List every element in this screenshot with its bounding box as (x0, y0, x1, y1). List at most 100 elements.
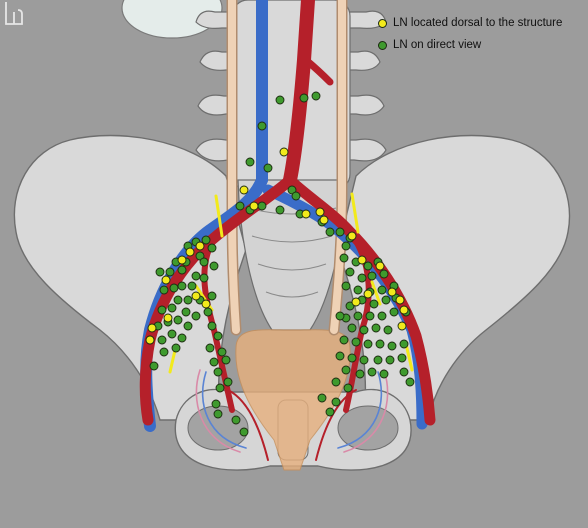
lymph-node-dorsal (177, 255, 187, 265)
lymph-node-dorsal (387, 287, 397, 297)
lymph-node-direct (159, 347, 169, 357)
lymph-node-direct (245, 157, 255, 167)
lymph-node-direct (217, 347, 227, 357)
lymph-node-direct (183, 321, 193, 331)
lymph-node-dorsal (147, 323, 157, 333)
green-dot-icon (378, 40, 387, 50)
lymph-node-direct (345, 267, 355, 277)
lymph-node-direct (367, 367, 377, 377)
lymph-node-direct (199, 257, 209, 267)
lymph-node-direct (201, 235, 211, 245)
legend-item-direct: LN on direct view (378, 34, 562, 56)
lymph-node-direct (335, 227, 345, 237)
lymph-node-direct (257, 201, 267, 211)
lymph-node-direct (199, 273, 209, 283)
lymph-node-direct (355, 369, 365, 379)
lymph-node-direct (291, 191, 301, 201)
lymph-node-dorsal (395, 295, 405, 305)
lymph-node-direct (367, 271, 377, 281)
lymph-node-direct (215, 383, 225, 393)
lymph-node-direct (235, 201, 245, 211)
lymph-node-direct (223, 377, 233, 387)
lymph-node-direct (275, 95, 285, 105)
lymph-node-direct (173, 295, 183, 305)
lymph-node-direct (377, 285, 387, 295)
lymph-node-direct (381, 295, 391, 305)
kidney-shape (121, 0, 223, 39)
lymph-node-direct (149, 361, 159, 371)
lymph-node-direct (181, 307, 191, 317)
lymph-node-direct (203, 307, 213, 317)
lymph-node-dorsal (201, 299, 211, 309)
ureters (226, 0, 348, 336)
lymph-node-direct (221, 355, 231, 365)
lymph-node-direct (359, 325, 369, 335)
lymph-node-direct (177, 265, 187, 275)
lymph-node-direct (339, 253, 349, 263)
lymph-node-direct (399, 339, 409, 349)
yellow-dot-icon (378, 18, 387, 28)
lymph-node-direct (359, 355, 369, 365)
lymph-node-direct (341, 365, 351, 375)
lymph-node-direct (195, 251, 205, 261)
lymph-node-direct (231, 415, 241, 425)
lymph-node-direct (299, 93, 309, 103)
lymph-node-direct (177, 333, 187, 343)
lymph-node-direct (317, 393, 327, 403)
lymph-node-dorsal (347, 231, 357, 241)
lymph-node-dorsal (351, 297, 361, 307)
lymph-node-direct (375, 339, 385, 349)
lymph-node-direct (325, 407, 335, 417)
lymph-node-dorsal (397, 321, 407, 331)
lymph-node-direct (275, 205, 285, 215)
lymph-node-dorsal (195, 241, 205, 251)
lymph-node-direct (363, 261, 373, 271)
lymph-node-direct (397, 353, 407, 363)
lymph-node-direct (347, 323, 357, 333)
lymph-node-direct (207, 321, 217, 331)
lymph-node-direct (183, 295, 193, 305)
lymph-node-dorsal (163, 313, 173, 323)
lymph-node-direct (373, 355, 383, 365)
lymph-node-direct (345, 301, 355, 311)
legend-label-dorsal: LN located dorsal to the structure (393, 17, 563, 29)
lymph-node-direct (213, 367, 223, 377)
lymph-node-direct (369, 299, 379, 309)
lymph-node-direct (351, 337, 361, 347)
lymph-node-direct (379, 369, 389, 379)
lymph-node-direct (165, 267, 175, 277)
lymph-node-dorsal (249, 201, 259, 211)
lymph-node-direct (169, 283, 179, 293)
lymph-node-dorsal (399, 305, 409, 315)
lymph-node-direct (213, 331, 223, 341)
lymph-node-direct (331, 377, 341, 387)
lymph-node-direct (209, 357, 219, 367)
lymph-node-direct (171, 343, 181, 353)
lymph-node-direct (353, 311, 363, 321)
lymph-node-direct (287, 185, 297, 195)
lymph-node-direct (157, 335, 167, 345)
lymph-node-direct (385, 355, 395, 365)
lymph-node-direct (339, 335, 349, 345)
lymph-node-direct (205, 343, 215, 353)
lymph-node-direct (335, 351, 345, 361)
author-signature-icon (5, 2, 23, 25)
lymph-node-direct (331, 397, 341, 407)
lymph-node-direct (363, 339, 373, 349)
right-ilium (337, 134, 571, 421)
lymph-node-direct (207, 291, 217, 301)
lymph-node-direct (211, 399, 221, 409)
lymph-nodes-dorsal (145, 147, 409, 345)
lymph-node-direct (389, 307, 399, 317)
lymph-node-direct (177, 281, 187, 291)
lymph-node-direct (341, 241, 351, 251)
lymph-node-direct (399, 367, 409, 377)
lymph-node-dorsal (191, 291, 201, 301)
lymph-node-direct (263, 163, 273, 173)
lymph-node-dorsal (319, 215, 329, 225)
lymph-node-direct (357, 273, 367, 283)
lymph-node-direct (341, 281, 351, 291)
lymph-node-direct (213, 409, 223, 419)
